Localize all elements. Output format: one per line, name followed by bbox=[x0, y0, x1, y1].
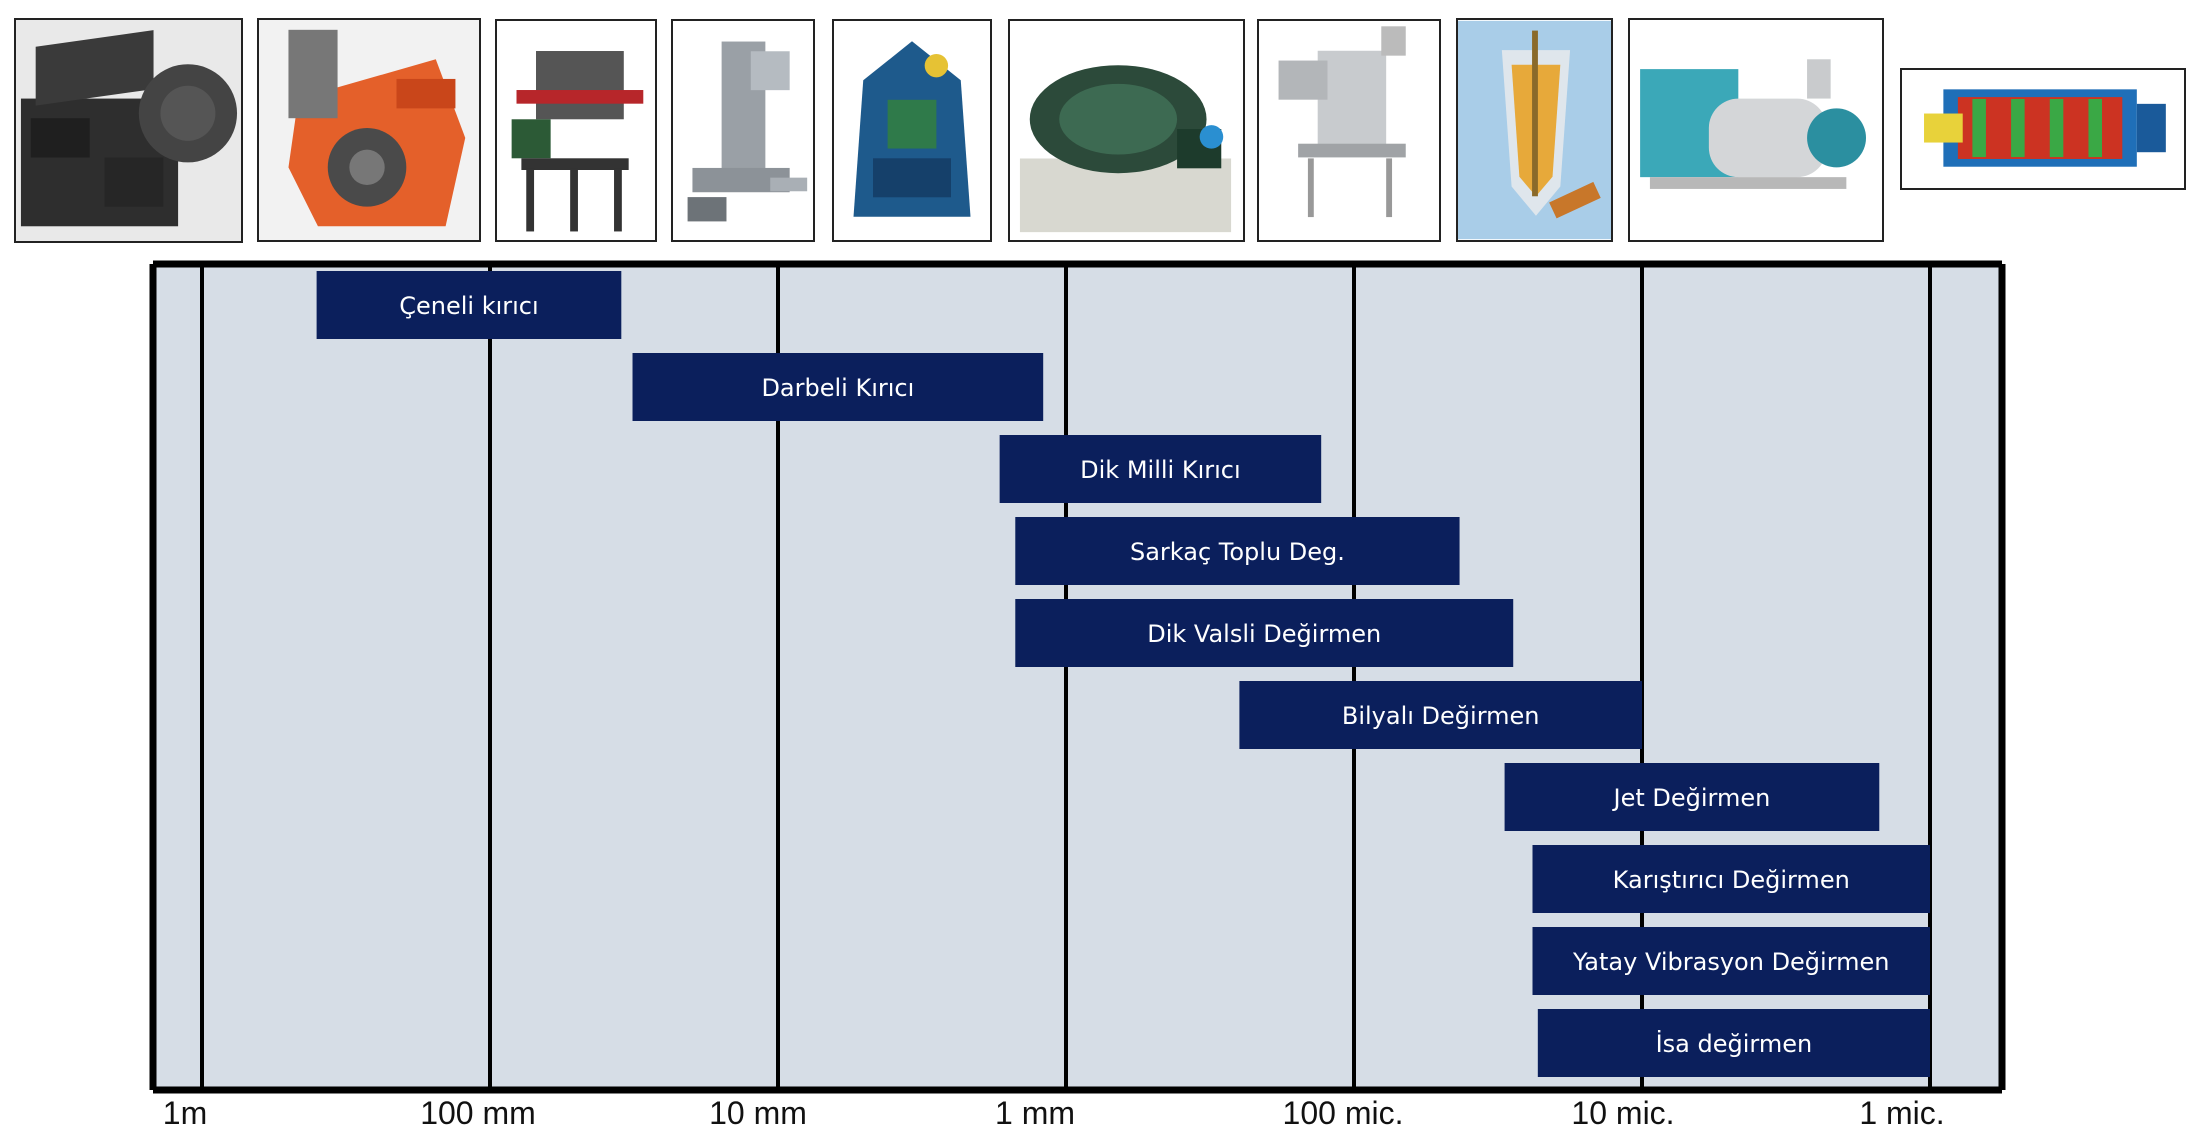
range-bar bbox=[1015, 599, 1514, 667]
bar-label: Çeneli kırıcı bbox=[399, 292, 538, 320]
range-bar bbox=[999, 435, 1322, 503]
isa-mill-image bbox=[1900, 68, 2186, 190]
x-tick-labels: 1m 100 mm 10 mm 1 mm 100 mic. 10 mic. 1 mic. bbox=[163, 1095, 1945, 1131]
bar-label: Jet Değirmen bbox=[1612, 784, 1771, 812]
x-tick-label: 1 mm bbox=[995, 1095, 1075, 1131]
jaw-crusher-image bbox=[14, 18, 243, 243]
range-bar bbox=[1015, 517, 1460, 585]
x-tick-label: 100 mm bbox=[420, 1095, 536, 1131]
x-tick-label: 10 mic. bbox=[1571, 1095, 1674, 1131]
plot-frame bbox=[149, 260, 2006, 1094]
bar-label: Dik Valsli Değirmen bbox=[1147, 620, 1381, 648]
range-bar bbox=[632, 353, 1044, 421]
vertical-roller-mill-image bbox=[832, 19, 992, 242]
bar-label: İsa değirmen bbox=[1656, 1029, 1813, 1058]
horizontal-vibration-mill-image bbox=[1628, 18, 1884, 242]
impact-crusher-image bbox=[257, 18, 481, 242]
range-bar bbox=[1537, 1009, 1930, 1077]
pendulum-roller-mill-image bbox=[671, 19, 815, 242]
bar-label: Karıştırıcı Değirmen bbox=[1613, 866, 1850, 894]
ball-mill-image bbox=[1008, 19, 1245, 242]
x-tick-label: 10 mm bbox=[709, 1095, 807, 1131]
machine-image-strip bbox=[0, 0, 2200, 250]
range-bar bbox=[316, 271, 622, 339]
range-bar bbox=[1532, 927, 1930, 995]
bar-label: Darbeli Kırıcı bbox=[761, 374, 914, 402]
bar-label: Yatay Vibrasyon Değirmen bbox=[1572, 948, 1890, 976]
range-bar bbox=[1239, 681, 1642, 749]
range-bar bbox=[1532, 845, 1930, 913]
agitator-mill-image bbox=[1456, 18, 1613, 242]
x-tick-label: 1 mic. bbox=[1859, 1095, 1944, 1131]
x-tick-label: 1m bbox=[163, 1095, 207, 1131]
bar-label: Sarkaç Toplu Deg. bbox=[1130, 538, 1345, 566]
range-bar bbox=[1504, 763, 1880, 831]
vertical-shaft-crusher-image bbox=[495, 19, 657, 242]
jet-mill-image bbox=[1257, 19, 1441, 242]
bar-label: Bilyalı Değirmen bbox=[1342, 702, 1540, 730]
x-tick-label: 100 mic. bbox=[1283, 1095, 1404, 1131]
bar-label: Dik Milli Kırıcı bbox=[1080, 456, 1241, 484]
